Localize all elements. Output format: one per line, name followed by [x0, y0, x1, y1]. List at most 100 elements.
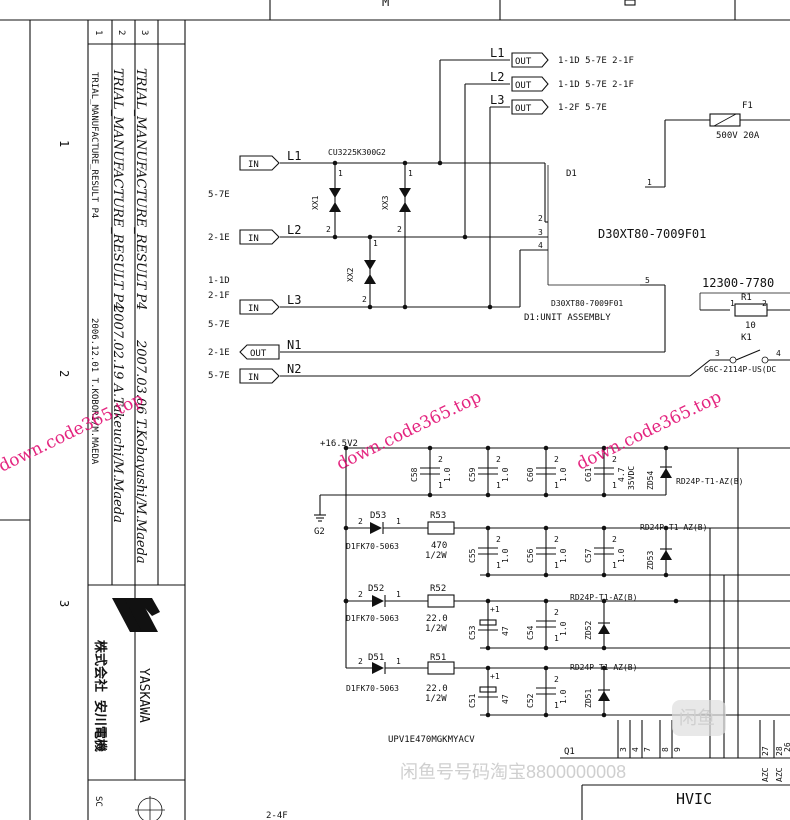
cap-c57-p2: 2 — [612, 535, 617, 544]
cap-c61-extra: 35VDC — [627, 466, 636, 490]
zd53-part: RD24P-T1-AZ(B) — [640, 523, 707, 532]
cap-c51-pol: +1 — [490, 672, 500, 681]
xianyu-logo-icon: 闲鱼 — [672, 700, 726, 736]
conn-label-azc-1: AZC — [761, 767, 770, 782]
cap-c58-p1: 1 — [438, 481, 443, 490]
watermark-right: down.code365.top — [573, 387, 724, 475]
out-refs-l1: 1-1D 5-7E 2-1F — [558, 56, 634, 66]
cap-c52-ref: C52 — [526, 693, 535, 708]
rev2-title: TRIAL_MANUFACTURE_RESULT P4 — [110, 68, 125, 310]
k1-ref: K1 — [741, 333, 752, 343]
cap-c57-p1: 1 — [612, 561, 617, 570]
relay-model: G6C-2114P-US(DC — [704, 365, 776, 374]
cap-c54-ref: C54 — [526, 625, 535, 640]
cap-c55-ref: C55 — [468, 548, 477, 563]
d51-part: D1FK70-5063 — [346, 684, 399, 693]
d52-ref: D52 — [368, 584, 384, 594]
in-ref-l3-c: 5-7E — [208, 320, 230, 330]
company-name-en: YASKAWA — [136, 668, 151, 723]
q1-ref: Q1 — [564, 747, 575, 757]
cap-c56-ref: C56 — [526, 548, 535, 563]
zd52-ref: ZD52 — [584, 621, 593, 640]
conn-pin-8: 8 — [661, 747, 670, 752]
cap-c52-p2: 2 — [554, 675, 559, 684]
rev2-date: 2007.02.19 A.Takeuchi/M.Maeda — [110, 304, 125, 523]
conn-pin-4: 4 — [631, 747, 640, 752]
xx1-pin2: 2 — [326, 225, 331, 234]
cap-c60-val: 1.0 — [559, 467, 568, 482]
zone-left-2: 2 — [57, 370, 71, 377]
rev-num-1: 1 — [93, 30, 103, 35]
cap-c59-ref: C59 — [468, 467, 477, 482]
cap-c59-p1: 1 — [496, 481, 501, 490]
out-tag-n1: OUT — [250, 349, 267, 359]
cap-c61-val: 4.7 — [617, 467, 626, 482]
r1-ref: R1 — [741, 293, 752, 303]
in-ref-l3-b: 2-1F — [208, 291, 230, 301]
varistor-xx3: XX3 — [381, 195, 390, 210]
cap-part-upv: UPV1E470MGKMYACV — [388, 735, 475, 745]
in-tag-l3: IN — [248, 304, 259, 314]
zd51-part: RD24P-T1-AZ(B) — [570, 663, 637, 672]
d1-unit: D1:UNIT ASSEMBLY — [524, 313, 611, 323]
cap-c59-val: 1.0 — [501, 467, 510, 482]
input-tag-l2: IN L2 2-1E — [208, 223, 301, 245]
channel-d53 — [343, 521, 790, 578]
in-ref-l3-a: 1-1D — [208, 276, 230, 286]
conn-pin-27: 27 — [761, 746, 770, 756]
conn-label-azc-2: AZC — [775, 767, 784, 782]
cap-row-1 — [420, 445, 672, 498]
cap-c53-pol: +1 — [490, 605, 500, 614]
cap-c55-p1: 1 — [496, 561, 501, 570]
out-refs-l3: 1-2F 5-7E — [558, 103, 607, 113]
r51-val: 22.0 — [426, 684, 448, 694]
cap-c58-val: 1.0 — [443, 467, 452, 482]
zd52-part: RD24P-T1-AZ(B) — [570, 593, 637, 602]
output-tag-l2: L2 OUT 1-1D 5-7E 2-1F — [490, 70, 634, 92]
out-tag-l3: OUT — [515, 104, 532, 114]
revision-row-3: TRIAL_MANUFACTURE_RESULT P4 2007.03.06 T… — [133, 68, 148, 564]
conn-pin-3: 3 — [619, 747, 628, 752]
zd54-part: RD24P-T1-AZ(B) — [676, 477, 743, 486]
relay-pin3: 3 — [715, 349, 720, 358]
conn-pin-28: 28 — [775, 746, 784, 756]
cap-c52-p1: 1 — [554, 701, 559, 710]
cap-c53-ref: C53 — [468, 625, 477, 640]
cap-c56-p2: 2 — [554, 535, 559, 544]
rail-16v5: +16.5V2 — [320, 439, 358, 449]
out-tag-l1: OUT — [515, 57, 532, 67]
cap-c57-val: 1.0 — [617, 548, 626, 563]
d1-part-small: D30XT80-7009F01 — [551, 299, 623, 308]
output-tag-l1: L1 OUT 1-1D 5-7E 2-1F — [490, 46, 634, 68]
r52-val: 22.0 — [426, 614, 448, 624]
revision-row-2: TRIAL_MANUFACTURE_RESULT P4 2007.02.19 A… — [110, 68, 125, 523]
yaskawa-logo-icon — [112, 598, 160, 632]
cap-c54-p2: 2 — [554, 608, 559, 617]
d1-pin-4: 4 — [538, 241, 543, 250]
sc-label: SC — [93, 796, 103, 807]
watermark-center: down.code365.top — [333, 387, 484, 475]
rev1-title: TRIAL_MANUFACTURE_RESULT P4 — [89, 72, 99, 218]
relay-part: 12300-7780 — [702, 276, 774, 290]
fuse-f1: F1 500V 20A 1 — [645, 101, 790, 188]
rev1-date: 2006.12.01 T.KOBORI/M.MAEDA — [89, 318, 99, 465]
cap-c52-val: 1.0 — [559, 689, 568, 704]
zone-left-1: 1 — [57, 140, 71, 147]
conn-pin-26: 26 — [783, 742, 790, 752]
d1-pin-3: 3 — [538, 228, 543, 237]
cap-c59-p2: 2 — [496, 455, 501, 464]
ground-g2: G2 — [314, 527, 325, 537]
fuse-ref: F1 — [742, 101, 753, 111]
in-tag-n2: IN — [248, 373, 259, 383]
cap-c56-p1: 1 — [554, 561, 559, 570]
xx3-pin2: 2 — [397, 225, 402, 234]
cap-c61-p1: 1 — [612, 481, 617, 490]
ref-2-4f: 2-4F — [266, 811, 288, 820]
d51-pin-a: 2 — [358, 657, 363, 666]
in-ref-l2: 2-1E — [208, 233, 230, 243]
in-tag-l2: IN — [248, 234, 259, 244]
r53-val: 470 — [431, 541, 447, 551]
d1-pin-5: 5 — [645, 276, 650, 285]
input-tag-n2: IN N2 5-7E — [208, 362, 301, 384]
